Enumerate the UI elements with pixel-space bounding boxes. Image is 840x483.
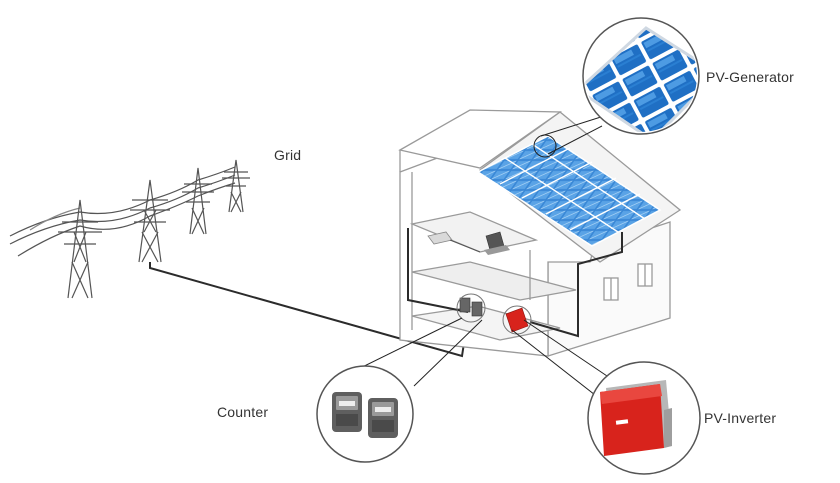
pv-generator-zoom	[582, 17, 700, 135]
house-meters	[456, 293, 486, 323]
meter-icon	[368, 398, 398, 438]
counter-zoom	[316, 365, 414, 463]
pylon-3	[182, 167, 214, 235]
power-grid	[9, 159, 250, 299]
meter-icon	[332, 392, 362, 432]
pylon-4	[222, 159, 250, 213]
inverter-icon	[600, 380, 672, 456]
pv-inverter-zoom	[587, 361, 701, 475]
pv-inverter-label: PV-Inverter	[704, 410, 777, 426]
house-inverter	[502, 305, 532, 335]
pylon-2	[130, 179, 170, 263]
roof-solar-array	[476, 135, 662, 247]
pylon-1	[58, 199, 102, 299]
grid-label: Grid	[274, 147, 302, 163]
pv-generator-label: PV-Generator	[706, 69, 794, 85]
dc-cable	[407, 228, 623, 338]
counter-label: Counter	[217, 404, 269, 420]
interior-devices	[427, 231, 510, 255]
roof-zoom-marker	[533, 134, 557, 158]
